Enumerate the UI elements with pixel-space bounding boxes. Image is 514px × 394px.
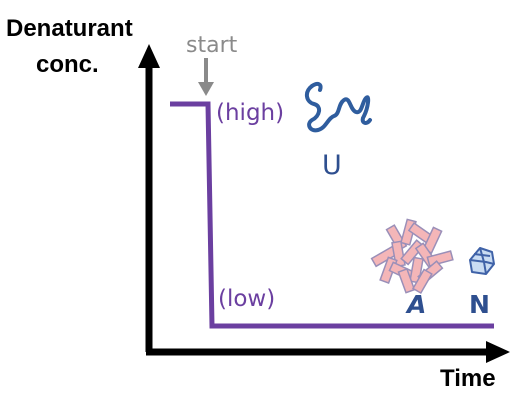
native-label: N [469, 290, 490, 319]
down-arrow-icon [198, 58, 214, 96]
high-label: (high) [216, 100, 284, 126]
native-fold-icon [469, 247, 495, 275]
unfolded-chain-icon [305, 81, 372, 133]
start-label: start [186, 33, 238, 58]
y-axis-label-line2: conc. [36, 51, 99, 78]
low-label: (low) [218, 286, 275, 312]
x-axis-label: Time [440, 365, 496, 392]
aggregate-cluster-icon [370, 218, 454, 295]
axes [138, 44, 510, 363]
x-axis-arrowhead [486, 341, 510, 363]
y-axis-label-line1: Denaturant [6, 15, 133, 42]
aggregate-label: A [405, 290, 426, 319]
unfolded-label: U [322, 150, 342, 181]
concentration-line [170, 101, 494, 329]
y-axis-arrowhead [138, 44, 160, 68]
